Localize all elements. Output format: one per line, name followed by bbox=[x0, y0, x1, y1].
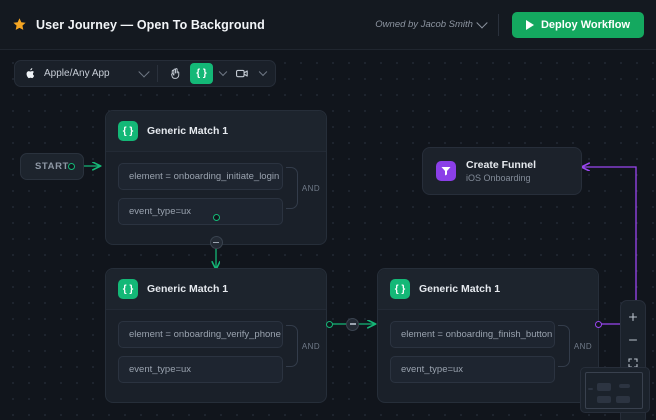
collapse-edge-button[interactable] bbox=[346, 317, 359, 331]
node-create-funnel[interactable]: Create Funnel iOS Onboarding bbox=[422, 147, 582, 195]
and-label: AND bbox=[301, 341, 320, 351]
node-title: Generic Match 1 bbox=[419, 283, 501, 295]
collapse-edge-button[interactable] bbox=[209, 236, 223, 249]
toolbar-tools: { } bbox=[158, 63, 275, 84]
condition-pill[interactable]: event_type=ux bbox=[390, 356, 555, 383]
condition-pill[interactable]: event_type=ux bbox=[118, 198, 283, 225]
app-selector-dropdown[interactable]: Apple/Any App bbox=[15, 61, 157, 86]
node-body: element = onboarding_initiate_login even… bbox=[106, 152, 326, 244]
app-selector-label: Apple/Any App bbox=[44, 68, 110, 79]
node-body: element = onboarding_finish_button event… bbox=[378, 310, 598, 402]
star-icon[interactable] bbox=[12, 17, 27, 32]
app-header: User Journey — Open To Background Owned … bbox=[0, 0, 656, 50]
funnel-text: Create Funnel iOS Onboarding bbox=[466, 159, 536, 183]
minimap-node bbox=[588, 388, 593, 390]
and-brace bbox=[286, 167, 298, 209]
condition-pill[interactable]: event_type=ux bbox=[118, 356, 283, 383]
and-label: AND bbox=[301, 183, 320, 193]
fit-screen-icon[interactable] bbox=[622, 352, 644, 373]
and-operator-group: AND bbox=[286, 322, 320, 370]
zoom-in-button[interactable] bbox=[622, 306, 644, 327]
minimap-node bbox=[597, 396, 611, 403]
minimap-node bbox=[619, 384, 630, 388]
node-body: element = onboarding_verify_phone event_… bbox=[106, 310, 326, 402]
toolbar-divider bbox=[157, 65, 158, 82]
canvas-toolbar: Apple/Any App { } bbox=[14, 60, 276, 87]
node-generic-match-1[interactable]: { } Generic Match 1 element = onboarding… bbox=[105, 110, 327, 245]
node2-output-port[interactable] bbox=[326, 320, 333, 328]
node-generic-match-2[interactable]: { } Generic Match 1 element = onboarding… bbox=[105, 268, 327, 403]
code-braces-icon: { } bbox=[118, 121, 138, 141]
start-output-port[interactable] bbox=[68, 162, 75, 170]
deploy-button-label: Deploy Workflow bbox=[540, 18, 630, 31]
owner-label: Owned by Jacob Smith bbox=[375, 19, 473, 30]
node-generic-match-3[interactable]: { } Generic Match 1 element = onboarding… bbox=[377, 268, 599, 403]
workflow-canvas[interactable]: START { } Generic Match 1 element = onbo… bbox=[0, 50, 656, 420]
and-brace bbox=[286, 325, 298, 367]
funnel-subtitle: iOS Onboarding bbox=[466, 173, 531, 183]
chevron-down-icon bbox=[218, 67, 227, 76]
condition-pill[interactable]: element = onboarding_finish_button bbox=[390, 321, 555, 348]
code-braces-icon: { } bbox=[118, 279, 138, 299]
code-braces-icon[interactable]: { } bbox=[190, 63, 213, 84]
funnel-icon bbox=[436, 161, 456, 181]
minimap-viewport bbox=[585, 372, 643, 409]
and-operator-group: AND bbox=[286, 164, 320, 212]
code-braces-icon: { } bbox=[390, 279, 410, 299]
apple-icon bbox=[25, 67, 36, 80]
condition-pill[interactable]: element = onboarding_initiate_login bbox=[118, 163, 283, 190]
chevron-down-icon bbox=[258, 67, 267, 76]
node-header: { } Generic Match 1 bbox=[106, 269, 326, 310]
node3-output-port[interactable] bbox=[594, 320, 602, 328]
node-title: Generic Match 1 bbox=[147, 125, 229, 137]
node-header: { } Generic Match 1 bbox=[106, 111, 326, 152]
minimap[interactable] bbox=[580, 367, 650, 413]
code-braces-label: { } bbox=[196, 68, 207, 79]
header-left: User Journey — Open To Background bbox=[12, 17, 265, 32]
play-icon bbox=[525, 19, 534, 30]
page-title: User Journey — Open To Background bbox=[36, 17, 265, 32]
deploy-workflow-button[interactable]: Deploy Workflow bbox=[511, 11, 644, 38]
node-header: { } Generic Match 1 bbox=[378, 269, 598, 310]
header-right: Owned by Jacob Smith Deploy Workflow bbox=[375, 11, 644, 38]
minimap-node bbox=[597, 383, 611, 391]
and-operator-group: AND bbox=[558, 322, 592, 370]
zoom-out-button[interactable] bbox=[622, 329, 644, 350]
condition-pill[interactable]: element = onboarding_verify_phone bbox=[118, 321, 283, 348]
minimap-node bbox=[616, 396, 630, 403]
video-tool-chevron[interactable] bbox=[257, 67, 268, 77]
edge-match3-to-funnel bbox=[582, 167, 637, 325]
video-camera-icon[interactable] bbox=[232, 64, 253, 84]
header-divider bbox=[497, 13, 499, 36]
node1-output-port[interactable] bbox=[212, 214, 220, 221]
funnel-title: Create Funnel bbox=[466, 159, 537, 171]
and-brace bbox=[558, 325, 570, 367]
node-title: Generic Match 1 bbox=[147, 283, 229, 295]
code-tool-chevron[interactable] bbox=[217, 67, 228, 77]
and-label: AND bbox=[573, 341, 592, 351]
hand-icon[interactable] bbox=[165, 64, 186, 84]
start-node-label: START bbox=[35, 161, 69, 172]
chevron-down-icon bbox=[138, 65, 150, 78]
chevron-down-icon bbox=[476, 16, 488, 29]
owner-dropdown[interactable]: Owned by Jacob Smith bbox=[375, 16, 498, 30]
